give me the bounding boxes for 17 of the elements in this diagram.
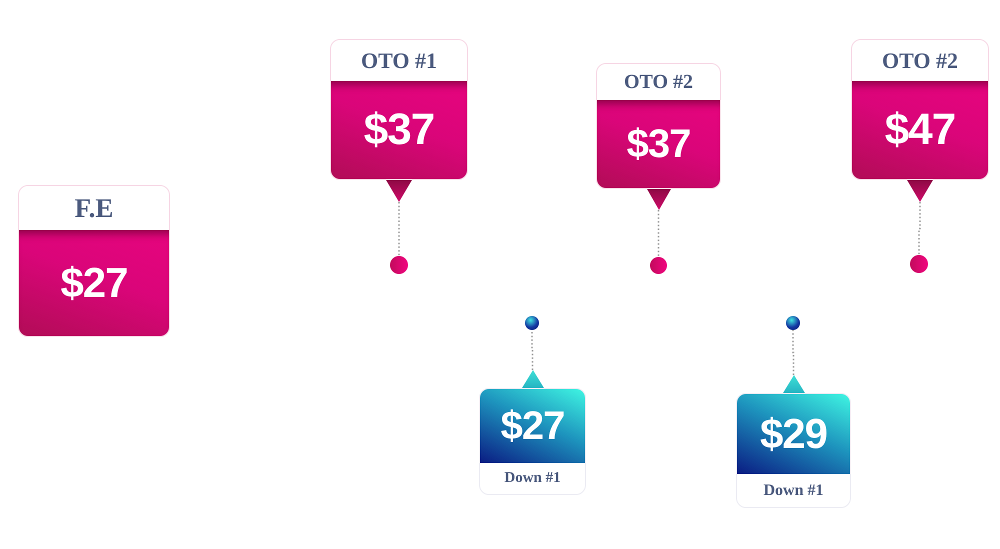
tier-label: Down #1 (504, 471, 561, 486)
price-text: $27 (500, 406, 564, 446)
dotted-connector (658, 210, 660, 257)
dotted-connector (918, 202, 921, 255)
tier-label: Down #1 (763, 482, 824, 498)
dotted-connector (531, 330, 534, 370)
price-text: $29 (760, 413, 828, 455)
price-text: $37 (364, 108, 434, 152)
price-text: $47 (884, 108, 956, 152)
dotted-connector (792, 330, 794, 375)
dotted-connector (398, 202, 400, 256)
tier-label: OTO #1 (360, 50, 437, 72)
price-text: $37 (626, 124, 690, 164)
tier-label: OTO #2 (882, 50, 958, 72)
tier-label: F.E (74, 194, 114, 222)
tier-label: OTO #2 (624, 72, 694, 92)
price-text: $27 (60, 262, 128, 304)
